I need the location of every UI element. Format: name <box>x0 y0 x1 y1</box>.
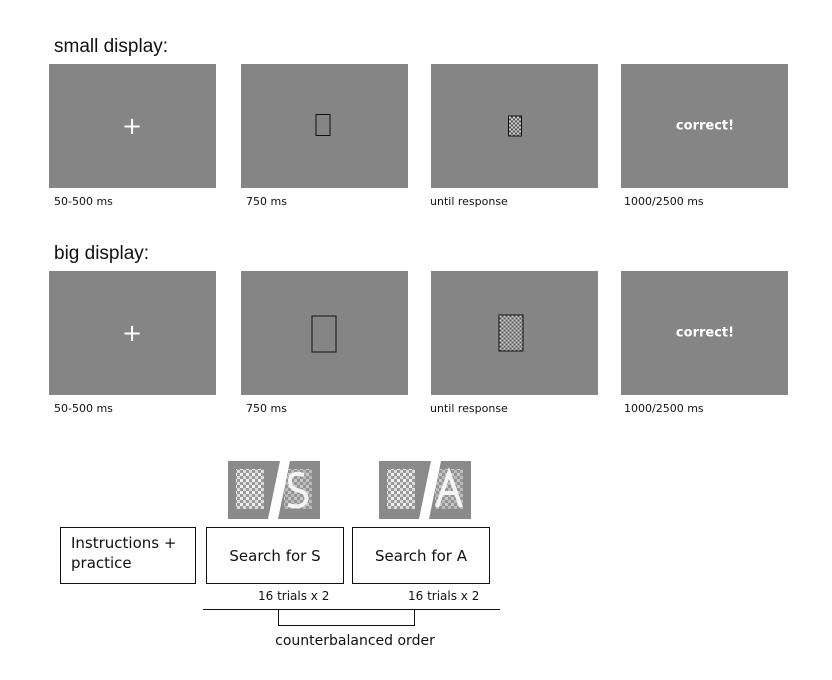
small-feedback-timing: 1000/2500 ms <box>624 195 704 208</box>
search-a-trials: 16 trials x 2 <box>408 589 480 603</box>
small-noise-timing: until response <box>430 195 508 208</box>
big-frame-panel <box>241 271 408 395</box>
small-noise-stimulus <box>508 115 522 137</box>
block-underline <box>203 609 500 610</box>
search-s-trials: 16 trials x 2 <box>258 589 330 603</box>
bracket-right-leg <box>414 609 415 626</box>
counterbalanced-order-label: counterbalanced order <box>275 633 435 649</box>
small-feedback-text: correct! <box>675 118 735 134</box>
big-feedback-timing: 1000/2500 ms <box>624 402 704 415</box>
instructions-practice-box: Instructions + practice <box>60 527 196 584</box>
big-feedback-text: correct! <box>675 325 735 341</box>
big-noise-timing: until response <box>430 402 508 415</box>
bracket-bottom <box>278 625 415 626</box>
noise-vs-a-stimulus-image <box>379 461 471 519</box>
big-frame-timing: 750 ms <box>246 402 287 415</box>
big-display-title: big display: <box>54 243 150 264</box>
stimulus-example-a <box>379 461 471 519</box>
fixation-cross: + <box>121 319 143 347</box>
stimulus-example-s <box>228 461 320 519</box>
bracket-left-leg <box>278 609 279 626</box>
small-fixation-timing: 50-500 ms <box>54 195 113 208</box>
small-fixation-panel: + <box>49 64 216 188</box>
big-placeholder-frame <box>311 315 337 353</box>
small-display-title: small display: <box>54 36 169 57</box>
small-frame-panel <box>241 64 408 188</box>
big-fixation-timing: 50-500 ms <box>54 402 113 415</box>
small-placeholder-frame <box>315 114 331 136</box>
big-feedback-panel: correct! <box>621 271 788 395</box>
big-noise-panel <box>431 271 598 395</box>
big-noise-stimulus <box>498 314 524 352</box>
small-frame-timing: 750 ms <box>246 195 287 208</box>
noise-vs-s-stimulus-image <box>228 461 320 519</box>
big-fixation-panel: + <box>49 271 216 395</box>
fixation-cross: + <box>121 112 143 140</box>
search-a-box: Search for A <box>352 527 490 584</box>
small-noise-panel <box>431 64 598 188</box>
search-s-box: Search for S <box>206 527 344 584</box>
small-feedback-panel: correct! <box>621 64 788 188</box>
